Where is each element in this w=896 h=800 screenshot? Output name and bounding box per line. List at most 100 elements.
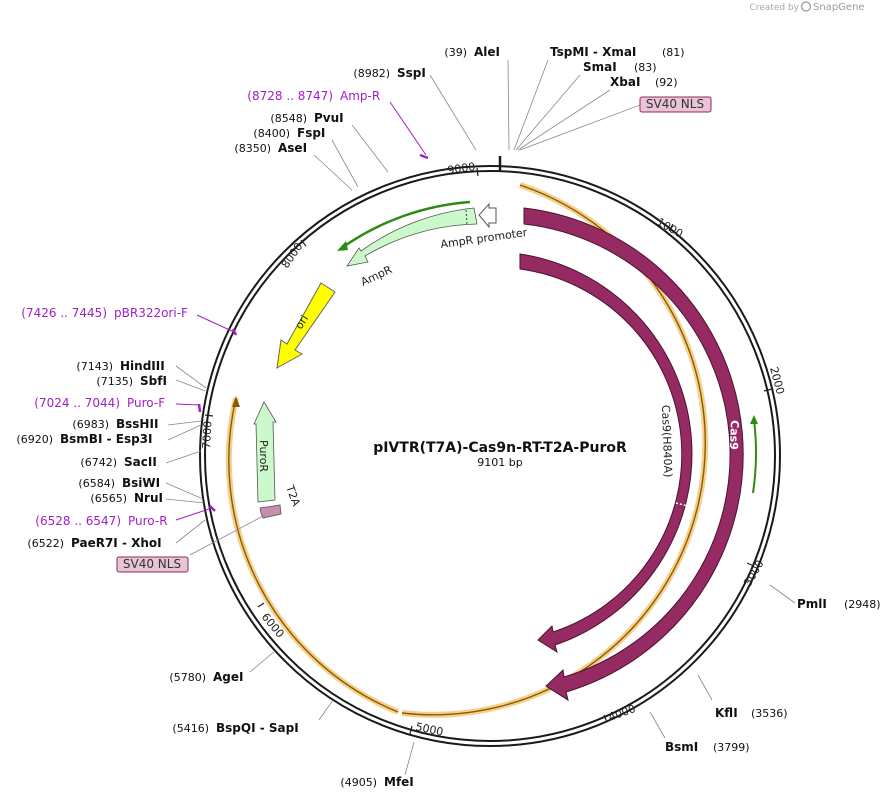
badge-sv40-nls-top[interactable]: SV40 NLS [639, 96, 712, 113]
feature-label-cas9: Cas9 [727, 420, 741, 450]
site-pos-nrui: (6565) [90, 492, 127, 505]
feature-label-cas9-h840a: Cas9(H840A) [659, 405, 675, 478]
tick-9000 [476, 167, 479, 177]
tick-label-8000: 8000 [279, 240, 306, 270]
tick-label-4000: 4000 [607, 702, 638, 724]
site-name-pmli[interactable]: PmlI [797, 597, 827, 611]
feature-label-ampr-promoter: AmpR promoter [440, 226, 529, 251]
site-name-bspqi-sapi[interactable]: BspQI - SapI [216, 721, 299, 735]
tick-2000 [763, 388, 773, 392]
site-name-nrui[interactable]: NruI [134, 491, 163, 505]
primer-marks [175, 101, 429, 521]
site-pos-bsiwi: (6584) [78, 477, 115, 490]
site-name-xbai[interactable]: XbaI [610, 75, 640, 89]
ampr-orf-line [337, 200, 471, 251]
site-name-bsiwi[interactable]: BsiWI [122, 476, 160, 490]
site-name-bsmi[interactable]: BsmI [665, 740, 698, 754]
primer-name-amp-r[interactable]: Amp-R [340, 89, 380, 103]
leader-lines-right-bottom [249, 584, 796, 776]
site-pos-bsshii: (6983) [72, 418, 109, 431]
tick-8000 [300, 239, 307, 247]
site-name-smai[interactable]: SmaI [583, 60, 617, 74]
plasmid-name: pIVTR(T7A)-Cas9n-RT-T2A-PuroR [373, 440, 627, 456]
tick-7000 [204, 414, 214, 417]
site-name-mfei[interactable]: MfeI [384, 775, 414, 789]
brand-prefix: Created by [749, 3, 799, 13]
tick-6000 [257, 602, 265, 608]
tick-label-7000: 7000 [200, 421, 214, 450]
tick-marks [204, 167, 773, 735]
site-name-bsshii[interactable]: BssHII [116, 417, 158, 431]
site-name-paer7i-xhoi[interactable]: PaeR7I - XhoI [71, 536, 162, 550]
feature-ampr-promoter[interactable] [478, 202, 497, 229]
leader-lines-top [429, 59, 641, 151]
badge-sv40-nls-bottom-label: SV40 NLS [123, 557, 181, 571]
site-pos-fspi: (8400) [253, 127, 290, 140]
site-name-tspmi-xmai[interactable]: TspMI - XmaI [550, 45, 636, 59]
site-pos-agei: (5780) [169, 671, 206, 684]
snapgene-logo-icon [800, 1, 812, 12]
primer-range-pbr322ori-f: (7426 .. 7445) [21, 306, 107, 320]
primer-name-pbr322ori-f[interactable]: pBR322ori-F [114, 306, 188, 320]
site-pos-alei: (39) [444, 46, 467, 59]
tick-3000 [746, 562, 755, 567]
primer-range-amp-r: (8728 .. 8747) [247, 89, 333, 103]
orf-highlight-puror [225, 396, 400, 715]
site-pos-sbfi: (7135) [96, 375, 133, 388]
site-name-sbfi[interactable]: SbfI [140, 374, 167, 388]
feature-label-t2a: T2A [283, 483, 303, 509]
primer-range-puro-r: (6528 .. 6547) [35, 514, 121, 528]
site-name-sspi[interactable]: SspI [397, 66, 426, 80]
primer-range-puro-f: (7024 .. 7044) [34, 396, 120, 410]
feature-cas9[interactable] [523, 207, 744, 702]
badge-sv40-nls-bottom[interactable]: SV40 NLS [116, 556, 189, 573]
site-pos-bsmi: (3799) [713, 741, 750, 754]
site-pos-pmli: (2948) [844, 598, 881, 611]
feature-label-ori: ori [293, 313, 312, 332]
feature-t2a[interactable] [259, 504, 282, 519]
plasmid-size: 9101 bp [477, 456, 522, 469]
site-name-kfli[interactable]: KflI [715, 706, 738, 720]
primer-name-puro-r[interactable]: Puro-R [128, 514, 168, 528]
backbone-outer [199, 165, 781, 747]
site-pos-bsmbi-esp3i: (6920) [16, 433, 53, 446]
site-pos-asei: (8350) [234, 142, 271, 155]
cas9-h840a-mutation-marker [675, 502, 693, 508]
site-name-sacii[interactable]: SacII [124, 455, 157, 469]
backbone-inner [204, 170, 776, 742]
site-pos-sacii: (6742) [80, 456, 117, 469]
site-pos-tspmi-xmai: (81) [662, 46, 685, 59]
tick-label-9000: 9000 [447, 160, 477, 177]
feature-ori[interactable] [276, 282, 336, 369]
site-name-alei[interactable]: AleI [474, 45, 500, 59]
tick-1000 [668, 223, 674, 232]
site-pos-mfei: (4905) [340, 776, 377, 789]
site-pos-sspi: (8982) [353, 67, 390, 80]
site-name-pvui[interactable]: PvuI [314, 111, 344, 125]
feature-label-ampr: AmpR [359, 263, 395, 289]
green-orf-arrow [750, 415, 758, 494]
site-name-agei[interactable]: AgeI [213, 670, 243, 684]
tick-label-5000: 5000 [414, 720, 444, 739]
site-name-hindiii[interactable]: HindIII [120, 359, 165, 373]
badge-sv40-nls-top-label: SV40 NLS [646, 97, 704, 111]
leader-lines-left [165, 365, 266, 556]
feature-puror[interactable] [253, 401, 277, 503]
site-name-asei[interactable]: AseI [278, 141, 307, 155]
site-pos-paer7i-xhoi: (6522) [27, 537, 64, 550]
feature-label-puror: PuroR [257, 440, 270, 472]
leader-lines-upper-left [313, 124, 389, 191]
tick-5000 [409, 725, 413, 735]
brand-name: SnapGene [813, 2, 865, 13]
feature-cas9-h840a[interactable] [519, 253, 693, 654]
site-pos-hindiii: (7143) [76, 360, 113, 373]
feature-ampr[interactable] [346, 207, 478, 267]
site-name-bsmbi-esp3i[interactable]: BsmBI - Esp3I [60, 432, 152, 446]
site-pos-xbai: (92) [655, 76, 678, 89]
tick-4000 [603, 714, 608, 723]
site-name-fspi[interactable]: FspI [297, 126, 325, 140]
primer-name-puro-f[interactable]: Puro-F [127, 396, 165, 410]
site-pos-smai: (83) [634, 61, 657, 74]
site-pos-kfli: (3536) [751, 707, 788, 720]
